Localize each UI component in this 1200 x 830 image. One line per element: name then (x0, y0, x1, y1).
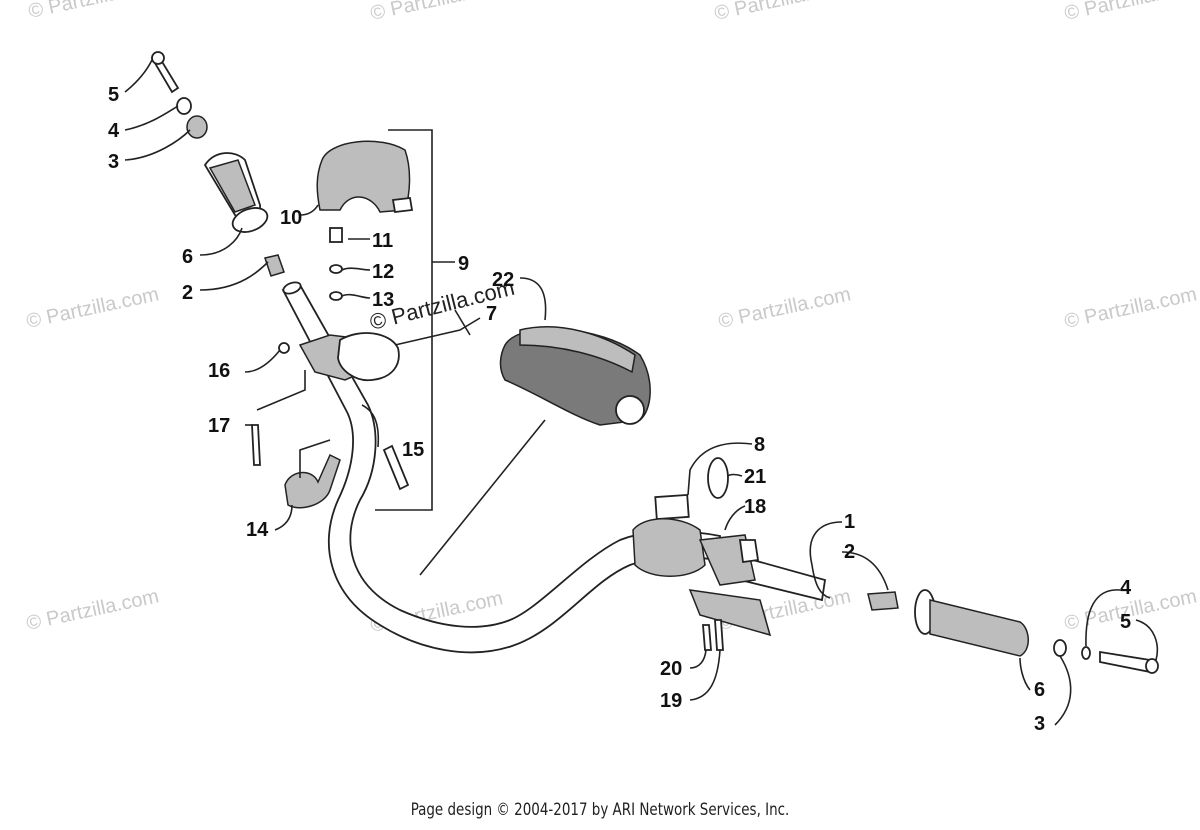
watermark: © Partzilla.com (1062, 0, 1198, 25)
callout-6-left: 6 (182, 246, 193, 268)
right-grip-assembly (867, 589, 1159, 674)
watermark: © Partzilla.com (24, 585, 160, 635)
callout-5-right: 5 (1120, 611, 1131, 633)
bracket-14 (284, 453, 341, 509)
watermark: © Partzilla.com (1062, 283, 1198, 333)
callout-14: 14 (246, 519, 269, 541)
left-grip-assembly (150, 51, 285, 277)
clamp-housing (251, 332, 400, 466)
callout-11: 11 (372, 230, 393, 252)
callout-1-right: 1 (844, 511, 855, 533)
callout-8: 8 (754, 434, 765, 456)
callout-3-left: 3 (108, 151, 119, 173)
callout-4-left: 4 (108, 120, 120, 142)
brake-assembly (632, 457, 772, 651)
callout-20: 20 (660, 658, 682, 680)
callout-4-right: 4 (1120, 577, 1132, 599)
callout-18: 18 (744, 496, 766, 518)
watermark: © Partzilla.com (368, 0, 504, 25)
watermark: © Partzilla.com (712, 0, 848, 25)
pad-22 (499, 326, 651, 426)
callout-19: 19 (660, 690, 682, 712)
callout-12: 12 (372, 261, 394, 283)
callout-13: 13 (372, 289, 394, 311)
watermark: © Partzilla.com (26, 0, 162, 23)
watermark: © Partzilla.com (24, 283, 160, 333)
callout-16: 16 (208, 360, 230, 382)
cover-10 (316, 140, 414, 213)
callout-15: 15 (402, 439, 424, 461)
callout-9: 9 (458, 253, 469, 275)
callout-2-right: 2 (844, 541, 855, 563)
callout-labels: 5 4 3 6 2 10 11 12 13 9 22 7 16 17 15 14… (108, 84, 1132, 735)
callout-22: 22 (492, 269, 514, 291)
footer-copyright: Page design © 2004-2017 by ARI Network S… (410, 800, 790, 820)
callout-17: 17 (208, 415, 230, 437)
handlebar (281, 281, 721, 654)
callout-3-right: 3 (1034, 713, 1045, 735)
callout-7: 7 (486, 303, 497, 325)
callout-6-right: 6 (1034, 679, 1045, 701)
watermark: © Partzilla.com (716, 283, 852, 333)
leader-lines (124, 59, 1159, 726)
callout-5-left: 5 (108, 84, 119, 106)
callout-10: 10 (280, 207, 302, 229)
fasteners-11-13 (329, 227, 343, 301)
watermarks: © Partzilla.com © Partzilla.com © Partzi… (24, 0, 1198, 637)
callout-21: 21 (744, 466, 766, 488)
callout-2-left: 2 (182, 282, 193, 304)
